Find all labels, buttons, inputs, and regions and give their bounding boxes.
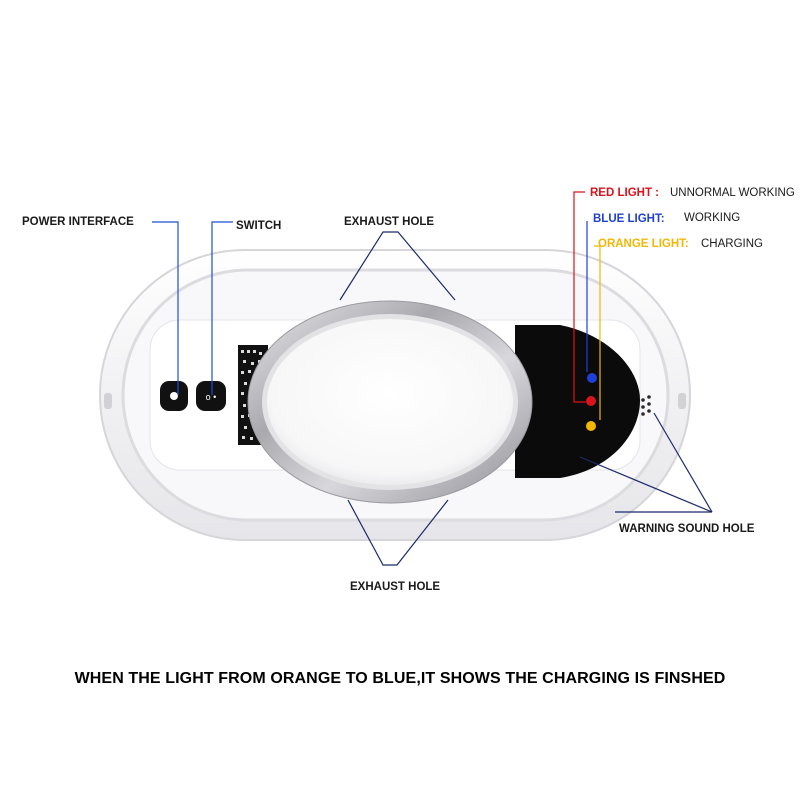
exhaust-hole-bottom-label: EXHAUST HOLE bbox=[350, 581, 440, 593]
switch-leader bbox=[211, 221, 233, 395]
orange-light bbox=[586, 421, 596, 431]
orange-light-meaning: CHARGING bbox=[701, 238, 763, 250]
light-legend: RED LIGHT : UNNORMAL WORKING BLUE LIGHT:… bbox=[590, 187, 795, 250]
charging-caption: WHEN THE LIGHT FROM ORANGE TO BLUE,IT SH… bbox=[74, 670, 726, 687]
blue-light-name: BLUE LIGHT: bbox=[593, 213, 665, 225]
red-light-name: RED LIGHT : bbox=[590, 187, 659, 199]
warning-sound-holes bbox=[641, 395, 651, 416]
red-leader bbox=[573, 191, 586, 403]
switch-label: SWITCH bbox=[236, 220, 281, 232]
center-lens bbox=[267, 319, 513, 485]
exhaust-bottom-leader bbox=[347, 499, 449, 566]
switch-button: o • bbox=[196, 381, 226, 411]
warning-sound-hole-label: WARNING SOUND HOLE bbox=[619, 523, 755, 535]
exhaust-top-leader bbox=[339, 231, 456, 301]
svg-text:o •: o • bbox=[206, 392, 217, 402]
power-interface-port bbox=[160, 381, 188, 411]
warning-leader-b bbox=[653, 412, 713, 513]
power-interface-leader bbox=[152, 221, 179, 395]
blue-light-meaning: WORKING bbox=[684, 212, 740, 224]
orange-light-name: ORANGE LIGHT: bbox=[598, 238, 689, 250]
exhaust-hole-top-label: EXHAUST HOLE bbox=[344, 216, 434, 228]
exhaust-ring bbox=[247, 300, 533, 504]
blue-light bbox=[587, 373, 597, 383]
leader-lines bbox=[152, 191, 713, 566]
right-clip bbox=[678, 393, 686, 409]
orange-leader bbox=[594, 245, 601, 420]
power-interface-label: POWER INTERFACE bbox=[22, 216, 134, 228]
red-light bbox=[586, 396, 596, 406]
red-light-meaning: UNNORMAL WORKING bbox=[670, 187, 795, 199]
left-clip bbox=[104, 393, 112, 409]
